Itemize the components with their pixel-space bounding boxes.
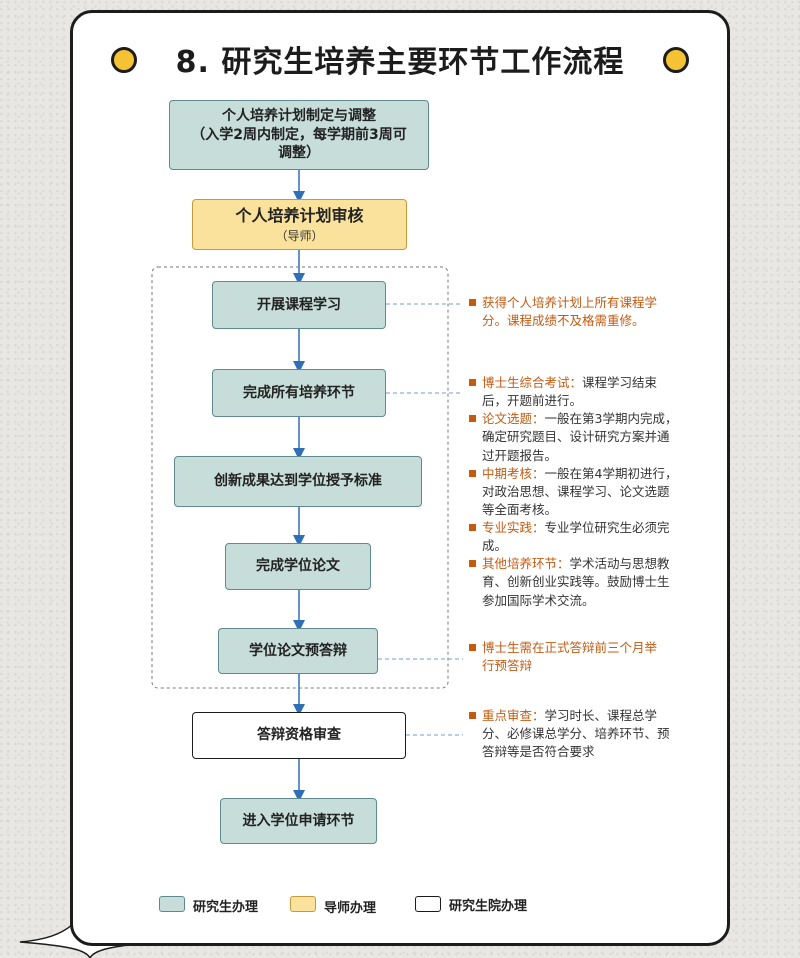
note-link-item: 其他培养环节：学术活动与思想教育、创新创业实践等。鼓励博士生参加国际学术交流。 <box>469 555 681 609</box>
step-apply-label: 进入学位申请环节 <box>242 812 355 829</box>
step-pre-defense: 学位论文预答辩 <box>218 628 378 674</box>
square-bullet-icon <box>469 560 476 568</box>
step-qualification: 答辩资格审查 <box>192 712 406 759</box>
legend-label-graduate: 研究生办理 <box>193 900 259 915</box>
note-link-item: 专业实践：专业学位研究生必须完成。 <box>469 519 681 555</box>
note-link-head: 论文选题： <box>482 411 545 427</box>
note-qualification: 重点审查：学习时长、课程总学分、必修课总学分、培养环节、预答辩等是否符合要求 <box>469 707 681 761</box>
step-all-links-label: 完成所有培养环节 <box>243 384 355 401</box>
step-all-links: 完成所有培养环节 <box>212 369 386 417</box>
note-link-body: 一般在第3学期内完成，确定研究题目、设计研究方案并通过开题报告。 <box>482 411 678 463</box>
square-bullet-icon <box>469 299 476 306</box>
note-qualification-body: 学习时长、课程总学分、必修课总学分、培养环节、预答辩等是否符合要求 <box>482 708 670 760</box>
note-pre-defense-text: 博士生需在正式答辩前三个月举行预答辩 <box>482 640 658 674</box>
circle-icon <box>663 47 689 73</box>
legend-swatch-advisor <box>290 896 316 912</box>
step-innovation-label: 创新成果达到学位授予标准 <box>214 473 382 490</box>
step-plan: 个人培养计划制定与调整 （入学2周内制定，每学期前3周可 调整） <box>169 100 429 170</box>
step-courses: 开展课程学习 <box>212 281 386 329</box>
circle-icon <box>111 47 137 73</box>
legend-swatch-school <box>415 896 441 912</box>
note-link-item: 中期考核：一般在第4学期初进行，对政治思想、课程学习、论文选题等全面考核。 <box>469 465 681 519</box>
note-link-item: 博士生综合考试：课程学习结束后，开题前进行。 <box>469 374 681 410</box>
flowchart-card: 8. 研究生培养主要环节工作流程 个人培养计划制定与调整 （入学2 <box>70 10 730 946</box>
square-bullet-icon <box>469 712 476 719</box>
step-plan-line2: （入学2周内制定，每学期前3周可 <box>191 126 407 143</box>
note-links: 博士生综合考试：课程学习结束后，开题前进行。 论文选题：一般在第3学期内完成，确… <box>469 374 681 610</box>
square-bullet-icon <box>469 524 476 531</box>
note-link-body: 专业学位研究生必须完成。 <box>482 520 670 554</box>
step-innovation: 创新成果达到学位授予标准 <box>174 456 422 507</box>
step-courses-label: 开展课程学习 <box>257 296 341 313</box>
square-bullet-icon <box>469 469 476 477</box>
square-bullet-icon <box>469 415 476 423</box>
square-bullet-icon <box>469 379 476 386</box>
note-courses: 获得个人培养计划上所有课程学分。课程成绩不及格需重修。 <box>469 294 669 330</box>
note-link-item: 论文选题：一般在第3学期内完成，确定研究题目、设计研究方案并通过开题报告。 <box>469 410 681 464</box>
note-link-head: 其他培养环节： <box>482 556 570 572</box>
step-qualification-label: 答辩资格审查 <box>257 727 341 744</box>
connectors <box>151 170 463 802</box>
note-link-body: 学术活动与思想教育、创新创业实践等。鼓励博士生参加国际学术交流。 <box>482 556 670 608</box>
note-courses-text: 获得个人培养计划上所有课程学分。课程成绩不及格需重修。 <box>482 295 658 329</box>
square-bullet-icon <box>469 644 476 651</box>
step-review-label: 个人培养计划审核 <box>235 205 364 225</box>
step-review-sub: （导师） <box>275 229 324 244</box>
note-link-body: 课程学习结束后，开题前进行。 <box>482 375 658 409</box>
step-plan-line3: 调整） <box>278 145 320 162</box>
step-review: 个人培养计划审核 （导师） <box>192 199 407 250</box>
step-thesis-label: 完成学位论文 <box>256 558 340 575</box>
note-link-head: 中期考核： <box>482 465 545 481</box>
step-apply: 进入学位申请环节 <box>220 798 377 844</box>
step-pre-defense-label: 学位论文预答辩 <box>249 642 347 659</box>
step-plan-line1: 个人培养计划制定与调整 <box>222 107 376 124</box>
note-link-head: 博士生综合考试： <box>482 375 583 390</box>
legend-swatch-graduate <box>159 896 185 912</box>
legend-label-advisor: 导师办理 <box>324 901 377 916</box>
note-qualification-head: 重点审查： <box>482 708 545 723</box>
step-thesis: 完成学位论文 <box>225 543 371 590</box>
note-link-head: 专业实践： <box>482 520 545 535</box>
dashed-group-frame <box>151 266 449 689</box>
page-title: 8. 研究生培养主要环节工作流程 <box>175 45 625 80</box>
note-pre-defense: 博士生需在正式答辩前三个月举行预答辩 <box>469 639 669 675</box>
note-link-body: 一般在第4学期初进行，对政治思想、课程学习、论文选题等全面考核。 <box>482 465 678 517</box>
legend-label-school: 研究生院办理 <box>449 899 528 914</box>
